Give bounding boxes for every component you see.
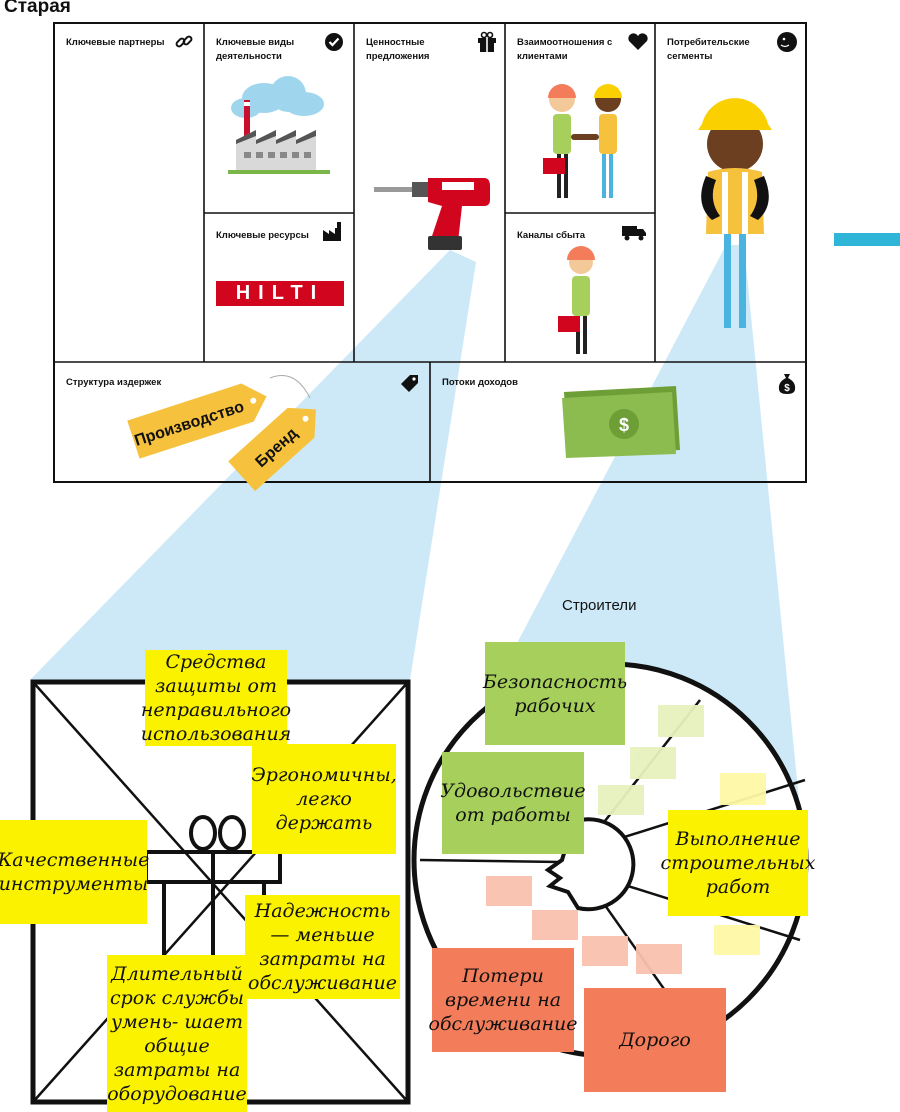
face-icon xyxy=(777,32,797,52)
sales-worker-illustration xyxy=(558,246,595,354)
cost-tags: Производство Бренд xyxy=(127,375,316,492)
label-key-partners: Ключевые партнеры xyxy=(66,37,165,48)
business-model-canvas xyxy=(53,22,807,483)
label-channels: Каналы сбыта xyxy=(517,230,586,241)
customer-profile-label: Строители xyxy=(562,597,637,614)
price-tag-icon xyxy=(401,375,418,392)
label-customer-segments: Потребительские сегменты xyxy=(667,37,750,62)
note-reliability: Надежность — меньше затраты на обслужива… xyxy=(245,895,400,999)
page-title: Старая xyxy=(4,0,71,17)
truck-icon xyxy=(622,226,646,241)
label-revenue-streams: Потоки доходов xyxy=(442,377,518,388)
factory-icon xyxy=(323,222,341,241)
check-icon xyxy=(325,33,343,51)
label-key-resources: Ключевые ресурсы xyxy=(216,230,309,241)
cash-dollar-sign: $ xyxy=(619,415,629,435)
money-bag-symbol: $ xyxy=(784,383,790,394)
note-jobs: Выполнение строительных работ xyxy=(661,810,815,916)
link-icon xyxy=(175,35,193,48)
note-protection: Средства защиты от неправильного использ… xyxy=(140,650,292,746)
accent-bar xyxy=(834,233,900,246)
label-cost-structure: Структура издержек xyxy=(66,377,162,388)
hilti-logo: HILTI xyxy=(216,281,344,306)
note-safety: Безопасность рабочих xyxy=(483,642,627,745)
note-expensive: Дорого xyxy=(584,988,726,1092)
factory-illustration xyxy=(228,76,330,174)
cash-illustration: $ xyxy=(562,386,680,458)
note-longevity: Длительный срок службы умень- шает общие… xyxy=(107,955,247,1112)
drill-illustration xyxy=(374,178,490,250)
label-customer-relationships: Взаимоотношения с клиентами xyxy=(517,37,613,62)
heart-icon xyxy=(628,33,648,50)
note-downtime: Потери времени на обслуживание xyxy=(429,948,578,1052)
money-bag-icon: $ xyxy=(778,374,796,394)
small-sticky-notes xyxy=(486,705,766,974)
note-enjoyment: Удовольствие от работы xyxy=(440,752,586,854)
builder-illustration xyxy=(698,98,772,328)
label-key-activities: Ключевые виды деятельности xyxy=(216,37,295,62)
note-quality: Качественные инструменты xyxy=(0,820,149,924)
hilti-logo-text: HILTI xyxy=(235,282,325,304)
gift-icon xyxy=(478,31,496,52)
label-value-propositions: Ценностные предложения xyxy=(366,37,430,62)
note-ergonomic: Эргономичны, легко держать xyxy=(251,744,397,854)
handshake-illustration xyxy=(543,84,622,198)
